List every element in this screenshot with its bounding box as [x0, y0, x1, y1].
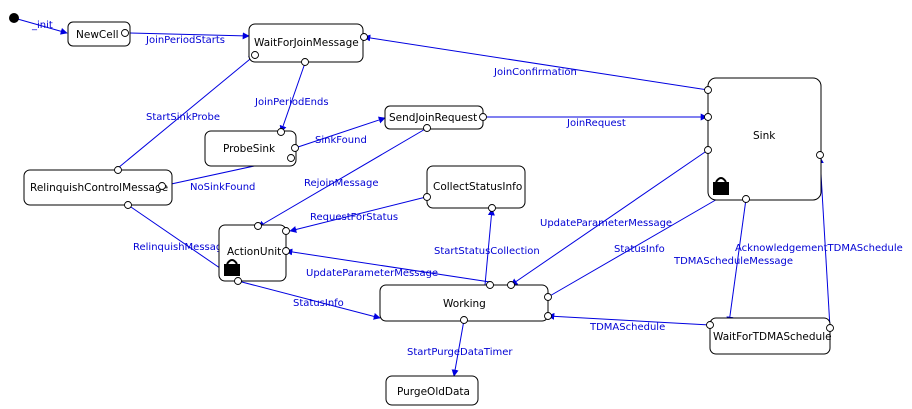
port [816, 151, 824, 159]
label-join-period-ends: JoinPeriodEnds [254, 97, 329, 108]
label-no-sink-found: NoSinkFound [190, 182, 255, 193]
port [277, 128, 285, 136]
initial-state-dot [9, 13, 19, 23]
submachine-icon [224, 259, 240, 276]
state-sendjoinrequest[interactable]: SendJoinRequest [384, 105, 484, 130]
state-label-waitfortdmaschedule: WaitForTDMASchedule [713, 331, 832, 343]
edge-join-period-starts[interactable] [129, 32, 250, 40]
label-start-purge-data-timer: StartPurgeDataTimer [407, 347, 513, 358]
edge-update-parameter-message-1[interactable] [285, 248, 491, 283]
label-relinquish-message: RelinquishMessage [133, 242, 228, 253]
port [742, 195, 750, 203]
port [114, 166, 122, 174]
label-sink-found: SinkFound [315, 135, 367, 146]
port [423, 193, 431, 201]
edge-update-parameter-message-2[interactable] [510, 149, 709, 286]
edge-join-confirmation[interactable] [363, 34, 709, 91]
port [704, 113, 712, 121]
port [423, 124, 431, 132]
port [121, 29, 129, 37]
port [124, 201, 132, 209]
label-start-status-collection: StartStatusCollection [434, 246, 540, 257]
edge-init[interactable] [13, 17, 68, 35]
edge-start-status-collection[interactable] [484, 208, 495, 286]
port [287, 154, 295, 162]
label-acknowledgement-tdma-schedule: AcknowledgementTDMASchedule [735, 243, 903, 254]
port [544, 312, 552, 320]
state-waitfortdmaschedule[interactable]: WaitForTDMASchedule [709, 317, 832, 355]
label-start-sink-probe: StartSinkProbe [146, 112, 220, 123]
label-join-request: JoinRequest [566, 118, 626, 129]
label-tdma-schedule-message: TDMAScheduleMessage [673, 256, 793, 267]
label-status-info-1: StatusInfo [293, 298, 344, 309]
port [282, 247, 290, 255]
port [507, 281, 515, 289]
submachine-icon [713, 177, 729, 195]
port [704, 146, 712, 154]
state-label-sendjoinrequest: SendJoinRequest [389, 112, 477, 124]
port [301, 58, 309, 66]
edge-join-period-ends[interactable] [279, 62, 306, 133]
state-purgeolddata[interactable]: PurgeOldData [385, 375, 479, 406]
ports [114, 29, 834, 332]
edge-sink-found[interactable] [294, 116, 386, 149]
label-init: _init [31, 20, 53, 31]
port [291, 144, 299, 152]
state-probesink[interactable]: ProbeSink [204, 130, 297, 167]
edge-relinquish-message[interactable] [127, 204, 234, 278]
port [706, 321, 714, 329]
port [254, 222, 262, 230]
label-tdma-schedule: TDMASchedule [589, 322, 665, 333]
edge-status-info-2[interactable] [547, 193, 727, 298]
state-label-actionunit: ActionUnit [227, 246, 281, 258]
edge-rejoin-message[interactable] [257, 127, 428, 228]
state-relinquishcontrolmessage[interactable]: RelinquishControlMessage [23, 169, 173, 206]
state-label-collectstatusinfo: CollectStatusInfo [433, 181, 522, 193]
port [486, 281, 494, 289]
edge-start-purge-data-timer[interactable] [451, 319, 465, 377]
state-label-newcell: NewCell [76, 29, 119, 41]
port [488, 204, 496, 212]
edges [13, 17, 831, 377]
port [251, 51, 259, 59]
label-update-parameter-message-2: UpdateParameterMessage [540, 218, 672, 229]
edge-request-for-status[interactable] [289, 196, 427, 233]
edge-status-info-1[interactable] [237, 280, 381, 320]
port [826, 324, 834, 332]
state-waitforjoinmessage[interactable]: WaitForJoinMessage [248, 23, 364, 63]
state-actionunit[interactable]: ActionUnit [218, 224, 287, 282]
label-join-period-starts: JoinPeriodStarts [145, 35, 225, 46]
label-join-confirmation: JoinConfirmation [493, 67, 577, 78]
port [158, 182, 166, 190]
edge-tdma-schedule-message[interactable] [726, 198, 747, 324]
label-rejoin-message: RejoinMessage [304, 178, 379, 189]
port [360, 33, 368, 41]
edge-start-sink-probe[interactable] [117, 54, 256, 169]
port [704, 86, 712, 94]
label-update-parameter-message-1: UpdateParameterMessage [306, 268, 438, 279]
state-label-working: Working [443, 298, 486, 310]
state-newcell[interactable]: NewCell [67, 21, 131, 47]
port [282, 227, 290, 235]
state-label-waitforjoinmessage: WaitForJoinMessage [254, 37, 359, 49]
port [479, 113, 487, 121]
state-label-relinquishcontrolmessage: RelinquishControlMessage [30, 182, 168, 194]
state-label-sink: Sink [753, 130, 776, 142]
label-request-for-status: RequestForStatus [310, 212, 398, 223]
edge-labels: _init JoinPeriodStarts JoinConfirmation … [31, 20, 903, 358]
state-label-purgeolddata: PurgeOldData [397, 386, 470, 398]
label-status-info-2: StatusInfo [614, 244, 665, 255]
port [460, 316, 468, 324]
edge-acknowledgement-tdma-schedule[interactable] [816, 156, 831, 329]
state-sink[interactable]: Sink [707, 77, 822, 201]
state-working[interactable]: Working [379, 284, 549, 322]
port [234, 277, 242, 285]
state-collectstatusinfo[interactable]: CollectStatusInfo [426, 165, 526, 209]
edge-tdma-schedule[interactable] [547, 312, 711, 326]
port [544, 293, 552, 301]
state-label-probesink: ProbeSink [223, 143, 276, 155]
